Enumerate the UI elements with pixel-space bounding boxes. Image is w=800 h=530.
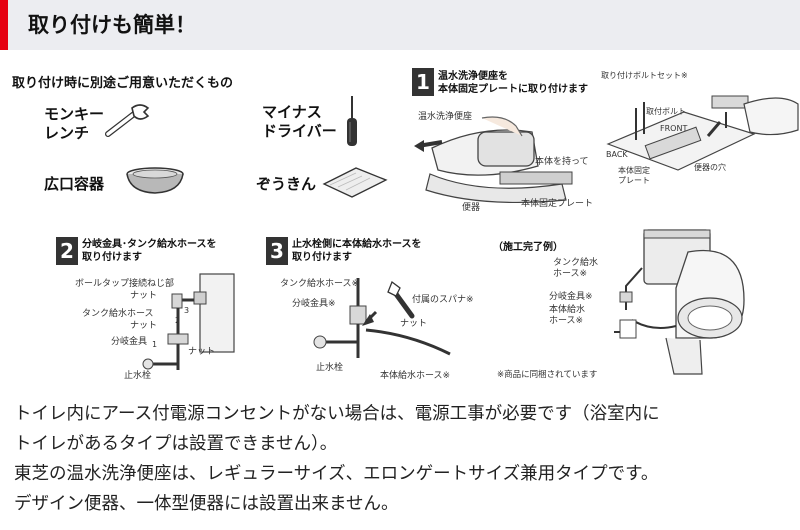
section-header: 取り付けも簡単！ bbox=[0, 0, 800, 50]
notice-line-4: デザイン便器、一体型便器には設置出来ません。 bbox=[14, 494, 399, 514]
step2-branch-diagram bbox=[142, 273, 235, 370]
screwdriver-label: マイナスドライバー bbox=[262, 103, 337, 140]
example-title: （施工完了例） bbox=[493, 242, 563, 253]
step2-nut-a-label: ナット bbox=[130, 291, 158, 301]
section-title: 取り付けも簡単！ bbox=[28, 13, 196, 37]
example-branch-label: 分岐金具※ bbox=[549, 292, 593, 302]
step1-toilet-label: 便器 bbox=[462, 203, 481, 213]
step-2-title: 分岐金具･タンク給水ホースを取り付けます bbox=[82, 239, 217, 263]
step-2-number: 2 bbox=[56, 237, 78, 265]
step2-tank-hose-label: タンク給水ホース bbox=[82, 309, 154, 319]
step2-num-1: 1 bbox=[152, 340, 158, 349]
step2-stop-valve-label: 止水栓 bbox=[124, 371, 152, 381]
step2-num-3: 3 bbox=[184, 306, 190, 315]
step-1-title: 温水洗浄便座を本体固定プレートに取り付けます bbox=[438, 71, 588, 95]
step3-valve-diagram bbox=[313, 278, 451, 358]
example-note: ※商品に同梱されています bbox=[497, 370, 598, 380]
step-1-number: 1 bbox=[412, 68, 434, 96]
completed-toilet-diagram bbox=[614, 229, 745, 375]
tools-heading: 取り付け時に別途ご用意いただくもの bbox=[12, 76, 234, 91]
step3-branch-label: 分岐金具※ bbox=[292, 299, 336, 309]
step1-plate-diagram bbox=[606, 95, 799, 171]
wrench-icon bbox=[105, 104, 150, 137]
step2-branch-label: 分岐金具 bbox=[111, 337, 148, 347]
step2-num-2: 2 bbox=[175, 316, 181, 325]
example-body-hose-label: 本体給水ホース※ bbox=[549, 305, 586, 326]
step3-tank-hose-label: タンク給水ホース※ bbox=[280, 279, 360, 289]
step1-bolt-set-label: 取り付けボルトセット※ bbox=[601, 71, 688, 80]
container-label: 広口容器 bbox=[44, 175, 105, 193]
step2-nut-c-label: ナット bbox=[188, 347, 216, 357]
step1-bolt-label: 取付ボルト bbox=[646, 107, 686, 116]
step3-nut-label: ナット bbox=[400, 319, 428, 329]
step3-body-hose-label: 本体給水ホース※ bbox=[380, 371, 451, 381]
example-tank-hose-label: タンク給水ホース※ bbox=[553, 258, 599, 279]
step-3-number: 3 bbox=[266, 237, 288, 265]
step3-stop-valve-label: 止水栓 bbox=[316, 363, 344, 373]
rag-icon bbox=[322, 167, 388, 198]
step1-front-label: FRONT bbox=[660, 124, 688, 133]
step3-spanner-label: 付属のスパナ※ bbox=[412, 295, 474, 305]
step1-fixing-plate-label: 本体固定プレート bbox=[521, 199, 594, 209]
step1-hole-label: 便器の穴 bbox=[694, 163, 726, 172]
notice-line-3: 東芝の温水洗浄便座は、レギュラーサイズ、エロンゲートサイズ兼用タイプです。 bbox=[14, 464, 659, 484]
monkey-wrench-label: モンキーレンチ bbox=[44, 105, 105, 142]
notice-line-2: トイレがあるタイプは設置できません）。 bbox=[14, 434, 338, 454]
step1-plate-label: 本体固定プレート bbox=[618, 166, 650, 185]
step1-hold-label: 本体を持って bbox=[535, 157, 589, 167]
notice-line-1: トイレ内にアース付電源コンセントがない場合は、電源工事が必要です（浴室内に bbox=[14, 404, 660, 424]
step2-balltap-label: ボールタップ接続ねじ部 bbox=[75, 279, 175, 289]
step1-back-label: BACK bbox=[606, 150, 628, 159]
step2-nut-b-label: ナット bbox=[130, 321, 158, 331]
container-icon bbox=[126, 167, 184, 194]
step-3-title: 止水栓側に本体給水ホースを取り付けます bbox=[292, 239, 422, 263]
step1-seat-diagram bbox=[414, 116, 573, 204]
step1-seat-label: 温水洗浄便座 bbox=[418, 112, 473, 122]
screwdriver-icon bbox=[347, 96, 357, 146]
rag-label: ぞうきん bbox=[256, 175, 317, 193]
